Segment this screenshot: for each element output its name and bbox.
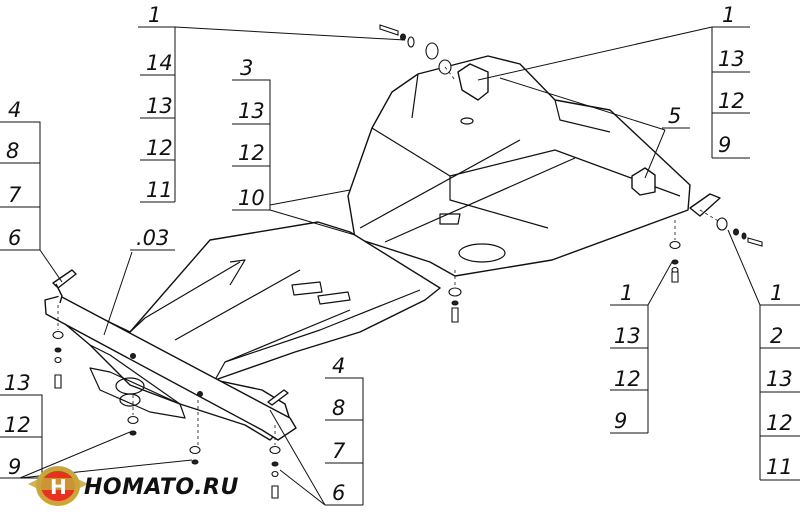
callout-stack-3: 3 13 12 10 [232,56,356,236]
callout-5-label: 5 [668,104,681,128]
callout-stack-4: 4 8 7 6 [0,98,63,283]
callout-stack-1-row-0: 1 [148,3,161,27]
callout-stack-4-row-3: 6 [8,226,21,250]
logo-text: HOMATO.RU [84,475,239,500]
homato-logo: H HOMATO.RU [28,466,239,506]
callout-stack-8-row-4: 11 [766,455,793,479]
hardware-front-right [269,445,281,499]
callout-stack-8-row-0: 1 [770,281,783,305]
callout-stack-3-row-2: 12 [238,141,265,165]
callout-stack-1-row-1: 14 [146,51,173,75]
callout-stack-7-row-3: 9 [614,409,627,433]
callout-stack-4-row-2: 7 [8,183,22,207]
callout-stack-1-row-3: 12 [146,136,173,160]
callout-stack-9-row-3: 6 [332,481,345,505]
bracket-left [52,269,77,304]
callout-stack-7-row-2: 12 [614,367,641,391]
rear-mount-brackets [457,63,656,196]
callout-5: 5 [499,77,690,179]
hardware-right [669,217,763,283]
callout-stack-10-row-2: 9 [8,455,21,479]
callout-stack-4-row-1: 8 [6,139,19,163]
callout-stack-10-row-0: 13 [4,371,31,395]
callout-stack-10: 13 12 9 [0,371,193,479]
callout-stack-8-row-2: 13 [766,367,793,391]
callout-stack-3-row-0: 3 [240,56,253,80]
callout-stack-2-row-0: 1 [722,3,735,27]
callout-stack-8-row-3: 12 [766,411,793,435]
callout-stack-9: 4 8 7 6 [269,354,364,506]
callout-stack-8: 1 2 13 12 11 [727,229,800,481]
bracket-front-right [267,389,289,406]
callout-stack-7: 1 13 12 9 [610,261,673,434]
callout-stack-8-row-1: 2 [770,324,783,348]
callout-stack-9-row-0: 4 [332,354,345,378]
callout-stack-2-row-1: 13 [718,47,745,71]
callout-stack-10-row-1: 12 [4,413,31,437]
callout-stack-9-row-2: 7 [332,439,346,463]
assembly-axes [57,66,721,445]
callout-stack-9-row-1: 8 [332,396,345,420]
callout-stack-1-row-4: 11 [146,178,173,202]
callout-stack-2-row-2: 12 [718,89,745,113]
logo-emblem-wings [28,478,88,490]
callout-03: .03 [103,226,175,336]
callout-stack-4-row-0: 4 [8,98,21,122]
callout-stack-7-row-0: 1 [620,281,633,305]
crossmember [44,295,297,441]
callout-stack-1: 1 14 13 12 11 [138,3,406,203]
callout-stack-7-row-1: 13 [614,324,641,348]
callout-stack-1-row-2: 13 [146,94,173,118]
callout-03-label: .03 [136,226,169,250]
callout-stack-3-row-1: 13 [238,99,265,123]
rear-skid-plate [347,55,691,277]
callout-stack-3-row-3: 10 [238,186,265,210]
bracket-right [689,193,721,217]
callout-stack-2-row-3: 9 [718,133,731,157]
logo-emblem-letter: H [50,475,67,499]
hardware-left [52,330,201,465]
hardware-center [448,287,462,323]
hardware-top [379,24,452,75]
callout-stack-2: 1 13 12 9 [477,3,750,159]
